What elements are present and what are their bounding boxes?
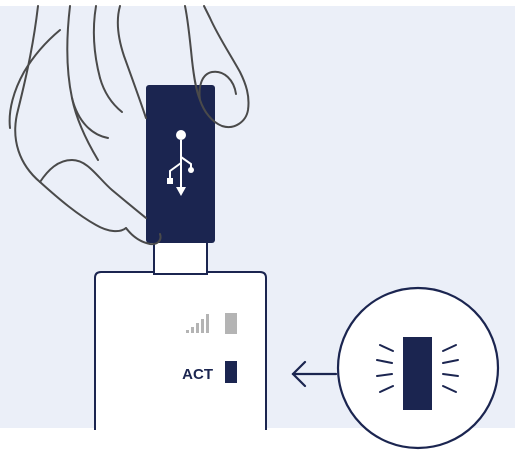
blink-rays xyxy=(376,344,459,393)
zoom-callout xyxy=(336,286,500,450)
router-device: ACT xyxy=(94,271,267,430)
signal-strength-icon xyxy=(186,314,209,333)
power-led-icon xyxy=(225,313,237,334)
arrow-left-icon xyxy=(291,360,338,388)
usb-icon xyxy=(167,130,194,196)
blinking-led-icon xyxy=(403,337,432,410)
act-led-icon xyxy=(225,361,237,383)
hand-illustration xyxy=(8,5,250,246)
act-label: ACT xyxy=(182,366,213,383)
router-body xyxy=(94,271,267,430)
